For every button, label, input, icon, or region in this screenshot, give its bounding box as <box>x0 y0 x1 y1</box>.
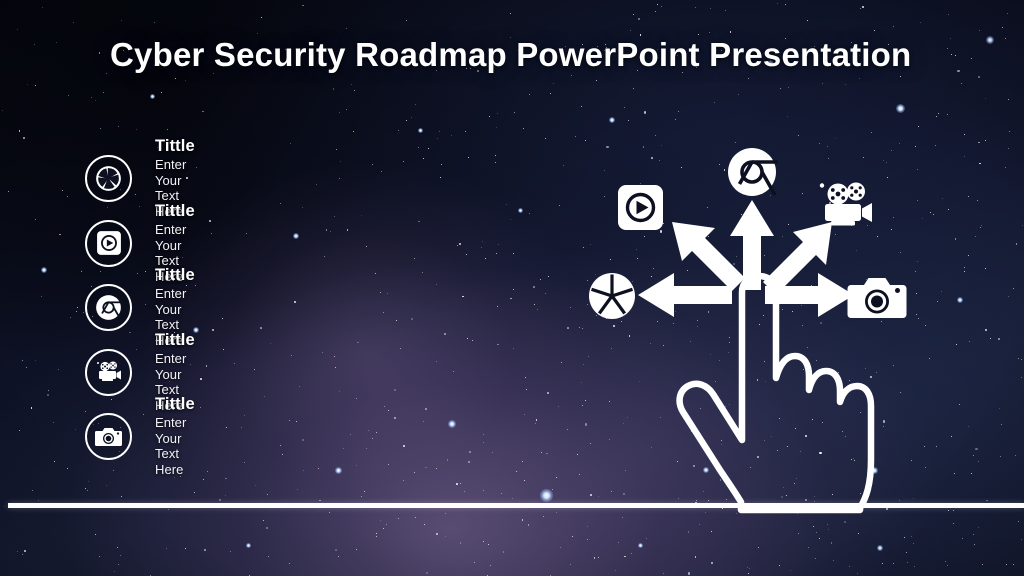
list-item[interactable]: Tittle Enter Your Text Here <box>85 331 195 413</box>
arrow-up <box>730 200 774 290</box>
feature-title: Tittle <box>155 394 195 413</box>
aperture-icon <box>95 165 122 192</box>
feature-title: Tittle <box>155 136 195 155</box>
feature-text: Tittle Enter Your Text Here <box>155 202 195 285</box>
feature-icon-ring <box>85 348 132 396</box>
list-item[interactable]: Tittle Enter Your Text Here <box>85 395 195 477</box>
feature-icon-ring <box>85 219 132 267</box>
feature-title: Tittle <box>155 265 195 284</box>
feature-text: Tittle Enter Your Text Here <box>155 266 195 349</box>
arrow-up-left <box>672 222 745 291</box>
list-item[interactable]: Tittle Enter Your Text Here <box>85 202 195 284</box>
list-item[interactable]: Tittle Enter Your Text Here <box>85 266 195 348</box>
feature-subtitle: Enter Your Text Here <box>155 415 187 477</box>
arrow-left <box>638 273 732 317</box>
feature-text: Tittle Enter Your Text Here <box>155 331 195 414</box>
feature-text: Tittle Enter Your Text Here <box>155 395 195 478</box>
feature-subtitle: Enter Your Text Here <box>155 286 187 348</box>
photo-camera-icon <box>94 425 123 448</box>
list-item[interactable]: Tittle Enter Your Text Here <box>85 137 195 219</box>
feature-icon-ring <box>85 154 132 202</box>
pointing-hand-outline <box>676 272 875 514</box>
feature-subtitle: Enter Your Text Here <box>155 157 187 219</box>
chrome-icon <box>95 294 122 321</box>
feature-icon-ring <box>85 412 132 460</box>
page-title: Cyber Security Roadmap PowerPoint Presen… <box>110 36 912 73</box>
aperture-icon <box>589 273 635 319</box>
baseline-divider <box>8 503 1024 508</box>
feature-subtitle: Enter Your Text Here <box>155 351 187 413</box>
feature-title: Tittle <box>155 201 195 220</box>
arrow-up-right <box>763 222 832 295</box>
feature-icon-ring <box>85 283 132 331</box>
movie-camera-icon <box>819 182 872 226</box>
play-square-icon <box>96 230 122 256</box>
arrow-right <box>765 273 854 317</box>
feature-text: Tittle Enter Your Text Here <box>155 137 195 220</box>
feature-subtitle: Enter Your Text Here <box>155 222 187 284</box>
play-square-icon <box>618 185 663 230</box>
hand-arrows-illustration <box>560 140 1000 540</box>
movie-camera-icon <box>95 360 123 384</box>
photo-camera-icon <box>847 278 907 318</box>
chrome-icon <box>728 148 778 196</box>
feature-title: Tittle <box>155 330 195 349</box>
